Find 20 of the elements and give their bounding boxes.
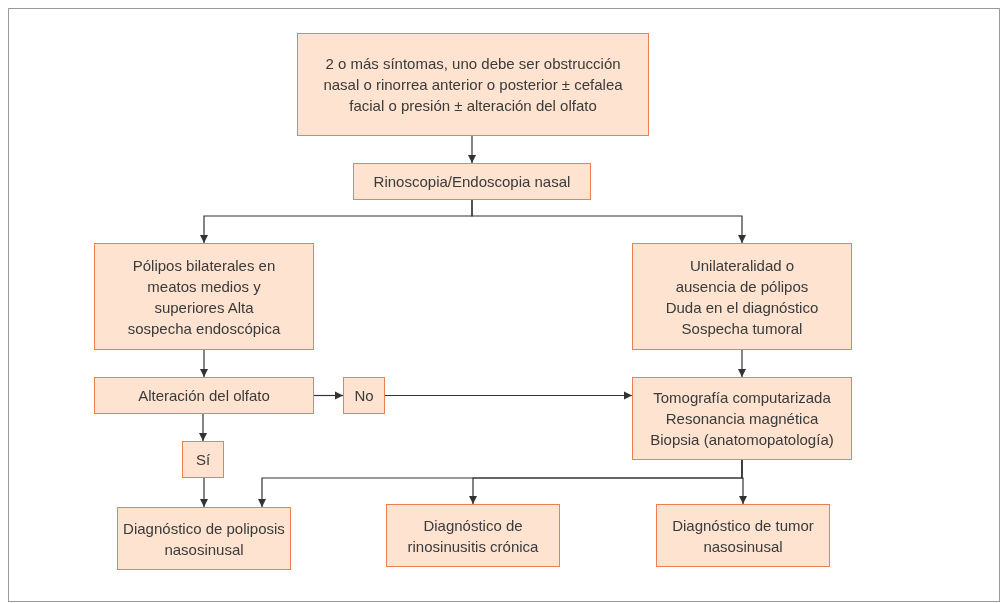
arrow — [199, 477, 209, 508]
arrow — [384, 391, 633, 400]
arrow — [738, 459, 748, 505]
arrow — [313, 391, 344, 400]
process-box: Diagnóstico de rinosinusitis crónica — [386, 504, 560, 567]
arrow — [467, 135, 477, 164]
process-box: Rinoscopia/Endoscopia nasal — [353, 163, 591, 200]
process-box: Tomografía computarizada Resonancia magnética Biopsia (anatomopatología) — [632, 377, 852, 460]
process-box: Sí — [182, 441, 224, 478]
process-box: Unilateralidad o ausencia de pólipos Duda en el diagnóstico Sospecha tumoral — [632, 243, 852, 350]
process-box: Diagnóstico de tumor nasosinusal — [656, 504, 830, 567]
arrow — [198, 413, 208, 442]
arrow — [737, 349, 747, 378]
process-box: Pólipos bilaterales en meatos medios y superiores Alta sospecha endoscópica — [94, 243, 314, 350]
process-box: Alteración del olfato — [94, 377, 314, 414]
arrow — [199, 349, 209, 378]
process-box: No — [343, 377, 385, 414]
process-box: 2 o más síntomas, uno debe ser obstrucción nasal o rinorrea anterior o posterior ± cefalea facial o presión ± alteración del olfato — [297, 33, 649, 136]
arrow — [471, 199, 747, 244]
process-box: Diagnóstico de poliposis nasosinusal — [117, 507, 291, 570]
